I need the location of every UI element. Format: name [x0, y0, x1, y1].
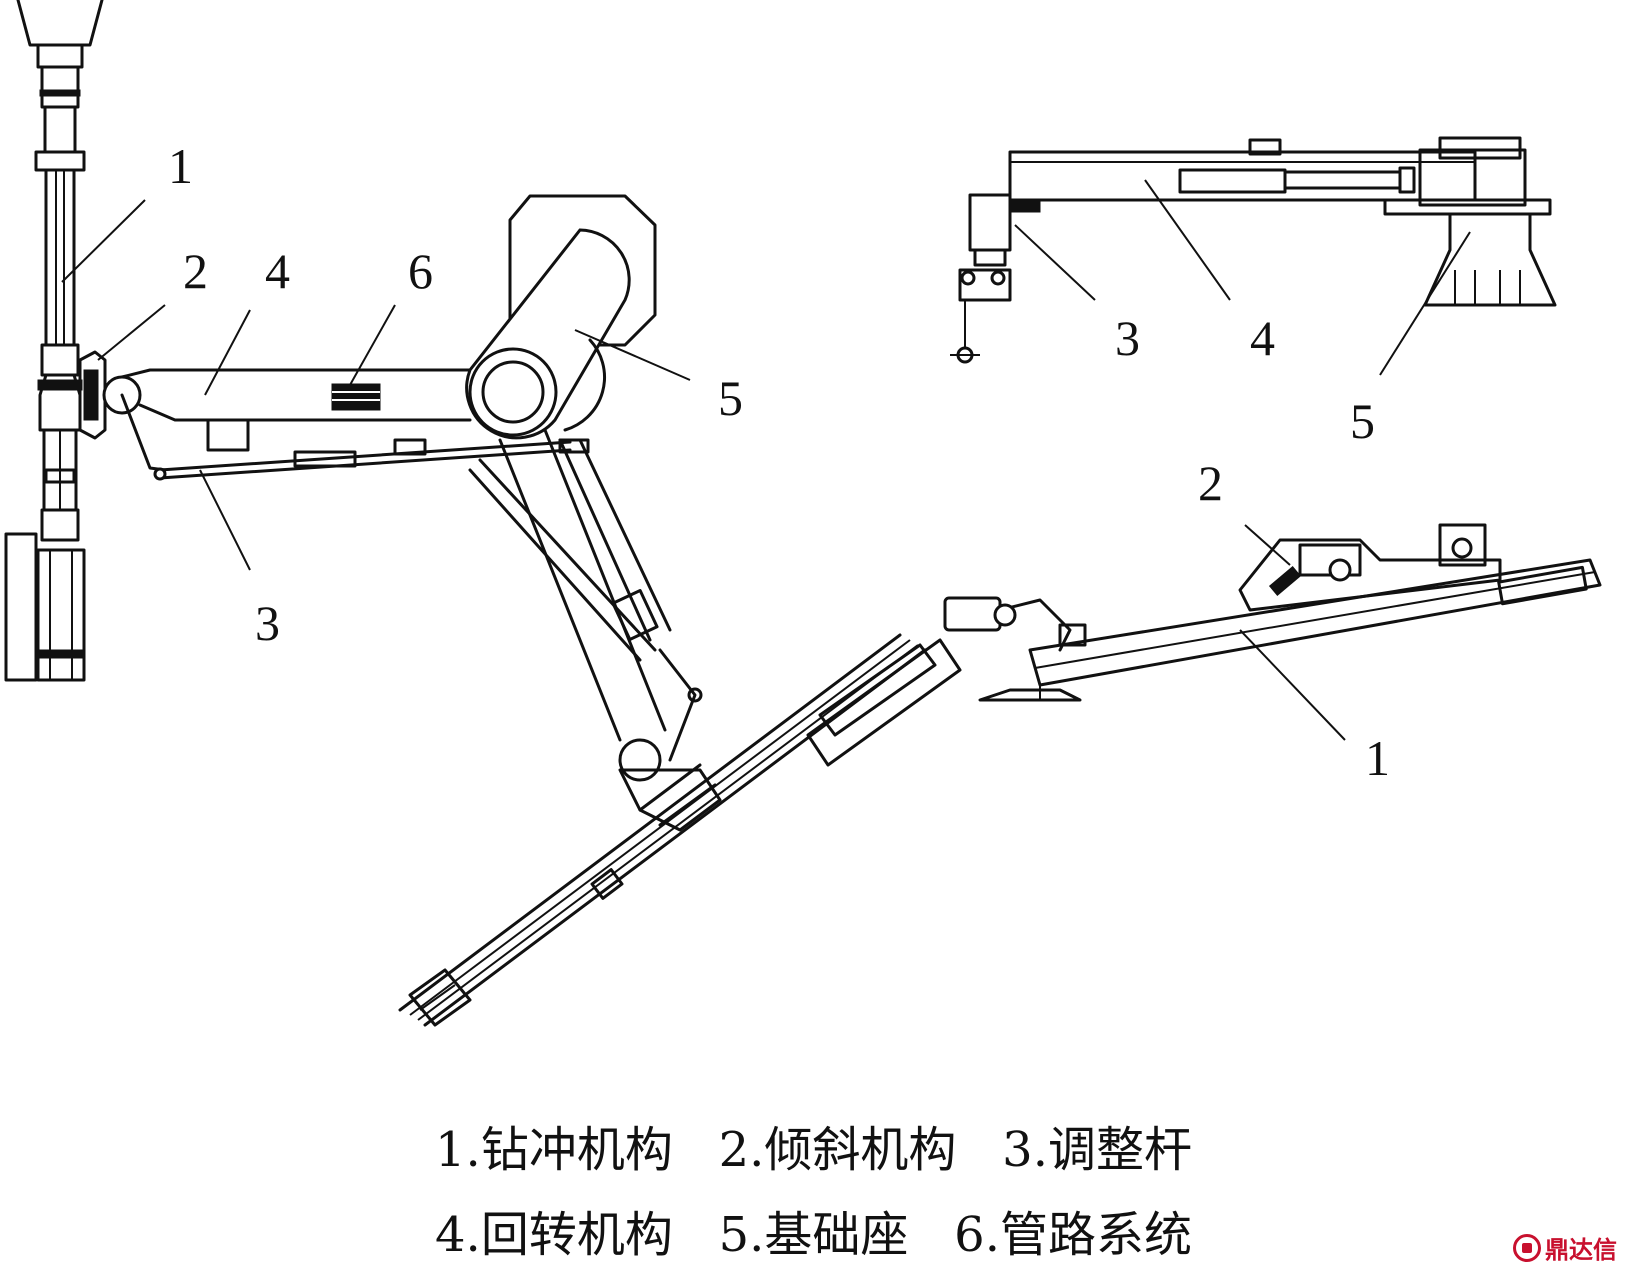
left-leader-lines [61, 199, 691, 571]
left-view [4, 0, 962, 1027]
tilt-mechanism [78, 350, 107, 440]
base-seat [465, 194, 657, 440]
caption-line-1: 1.钻冲机构 2.倾斜机构 3.调整杆 [435, 1122, 1192, 1178]
watermark-text: 鼎达信 [1545, 1236, 1617, 1264]
watermark: 鼎达信 [1513, 1230, 1617, 1265]
inclined-drill-boom [398, 633, 962, 1027]
callout-top-right-4: 4 [1250, 310, 1275, 366]
rotary-arm [102, 368, 477, 452]
callout-left-4: 4 [265, 243, 290, 299]
callout-left-5: 5 [718, 370, 743, 426]
callout-top-right-5: 5 [1350, 393, 1375, 449]
bottom-right-view [943, 523, 1602, 741]
callout-left-2: 2 [183, 243, 208, 299]
vertical-drill-column [4, 0, 104, 682]
callout-left-3: 3 [255, 595, 280, 651]
callout-labels: 1 2 4 6 5 3 3 4 5 2 1 [168, 138, 1390, 786]
swing-arm [468, 428, 703, 782]
callout-left-6: 6 [408, 243, 433, 299]
mechanism-diagram: 1 2 4 6 5 3 3 4 5 2 1 [4, 0, 1602, 1027]
watermark-logo-icon [1513, 1233, 1541, 1262]
caption-line-2: 4.回转机构 5.基础座 6.管路系统 [435, 1207, 1192, 1263]
callout-bottom-right-2: 2 [1198, 455, 1223, 511]
callout-left-1: 1 [168, 138, 193, 194]
top-right-view [950, 136, 1557, 376]
piping-block [331, 383, 381, 411]
callout-bottom-right-1: 1 [1365, 730, 1390, 786]
callout-top-right-3: 3 [1115, 310, 1140, 366]
